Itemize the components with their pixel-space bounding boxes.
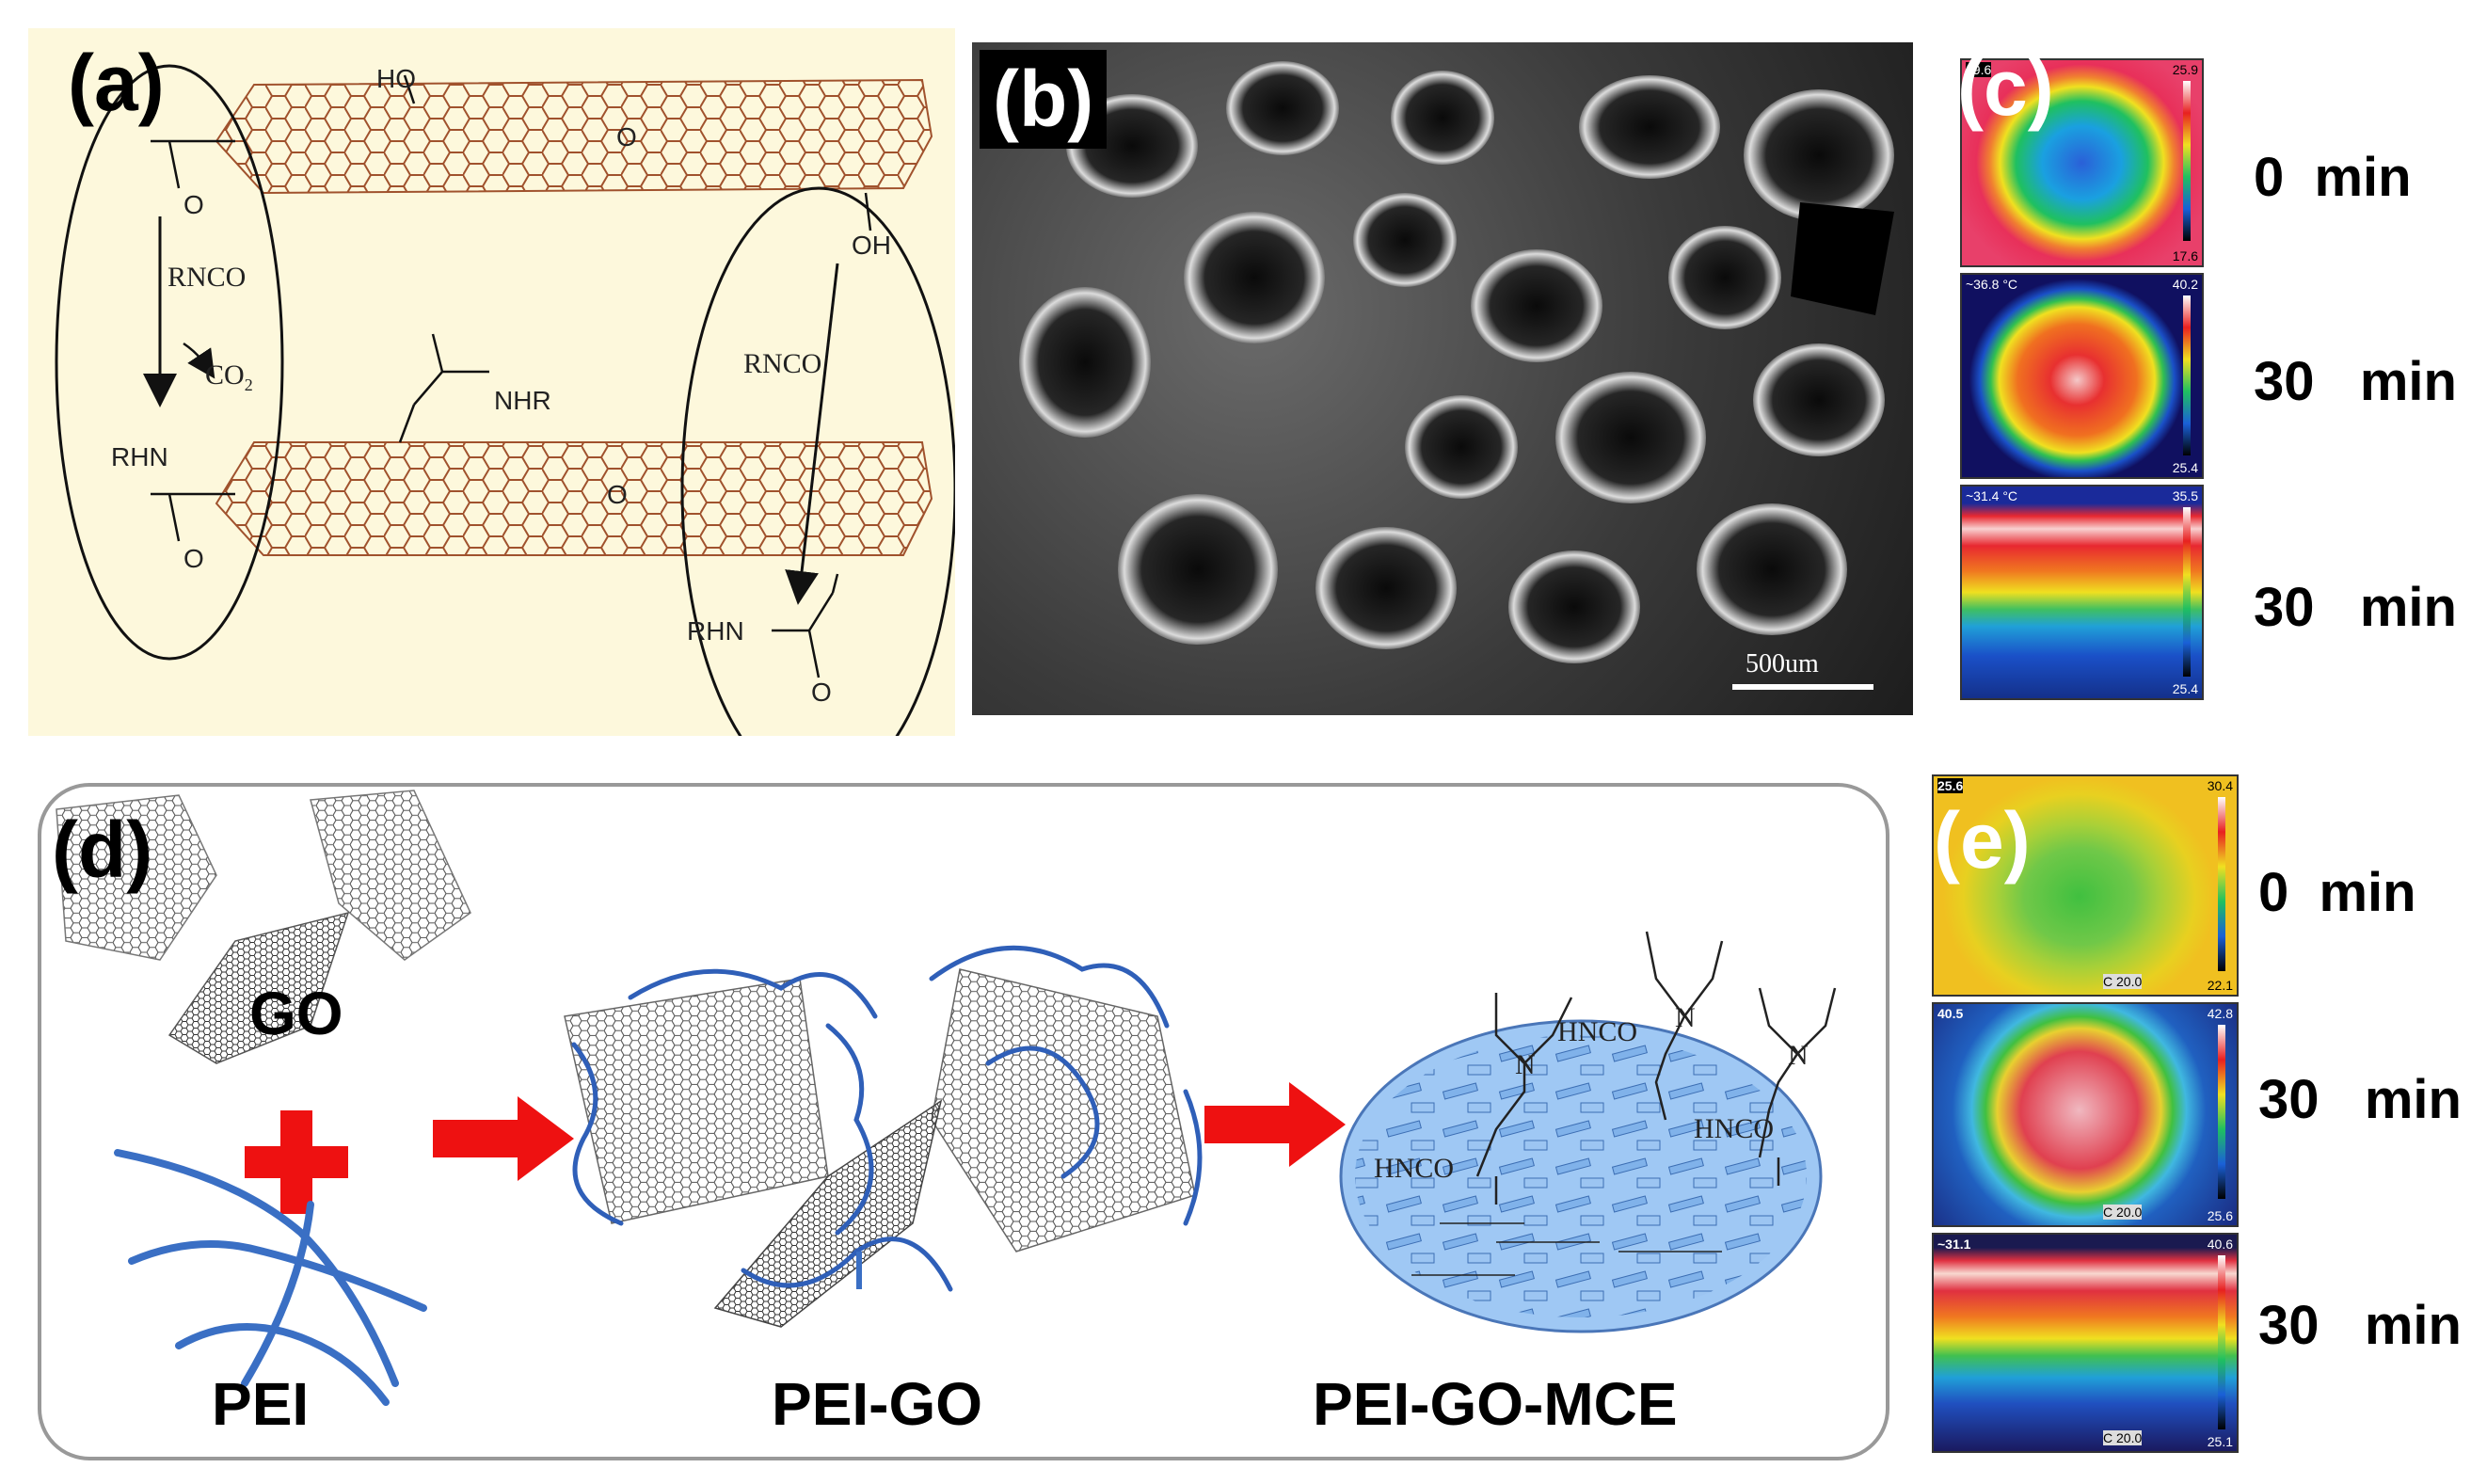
thermal-c-0-min: 17.6 <box>2172 248 2198 263</box>
rhn-right-label: RHN <box>687 616 744 646</box>
pei-go-mce-label: PEI-GO-MCE <box>1313 1370 1678 1438</box>
rnco-right-label: RNCO <box>743 348 822 379</box>
rhn-left-label: RHN <box>111 442 168 471</box>
thermal-e-1-tag: C 20.0 <box>2103 1205 2143 1220</box>
thermal-e-0-colorbar <box>2218 797 2225 971</box>
panel-c-time-0: 0 min <box>2254 147 2412 208</box>
hydroxyl-label: HO <box>376 64 416 93</box>
amine-n-3: N <box>1788 1040 1809 1071</box>
carbonyl-o-left-top: O <box>183 190 204 219</box>
thermal-c-30min-side: ~31.4 °C 35.5 25.4 <box>1960 485 2204 700</box>
panel-c-label: (c) <box>1957 43 2054 132</box>
thermal-e-2-center: ~31.1 <box>1937 1237 1971 1252</box>
carbonyl-o-left-bottom: O <box>183 544 204 573</box>
thermal-e-1-colorbar <box>2218 1025 2225 1199</box>
hatch-marks <box>1411 1222 1722 1276</box>
thermal-e-1-max: 42.8 <box>2207 1006 2233 1021</box>
pei-go-label: PEI-GO <box>772 1370 983 1438</box>
amine-n-2: N <box>1675 1002 1696 1033</box>
thermal-c-2-max: 35.5 <box>2172 488 2198 503</box>
thermal-c-1-colorbar <box>2183 295 2191 455</box>
hnco-label-3: HNCO <box>1694 1113 1775 1144</box>
thermal-c-30min-top: ~36.8 °C 40.2 25.4 <box>1960 273 2204 479</box>
thermal-e-1-min: 25.6 <box>2207 1208 2233 1223</box>
epoxy-o-bottom: O <box>607 480 628 509</box>
panel-a: HO O OH RNCO CO2 NHR RHN O RNCO RHN O O … <box>28 28 955 736</box>
panel-c-time-1: 30 min <box>2254 351 2457 412</box>
blue-marker <box>856 1252 862 1289</box>
amine-n-1: N <box>1515 1049 1536 1080</box>
thermal-c-2-colorbar <box>2183 507 2191 677</box>
thermal-e-30min-side: ~31.1 40.6 25.1 C 20.0 <box>1932 1233 2239 1453</box>
thermal-e-2-colorbar <box>2218 1255 2225 1429</box>
hnco-label-2: HNCO <box>1557 1016 1638 1047</box>
panel-b-sem-image: 500um (b) <box>972 42 1913 715</box>
amine-chains <box>1475 931 1837 1205</box>
panel-d-label: (d) <box>52 806 153 894</box>
pei-chains <box>114 1149 427 1406</box>
panel-a-label: (a) <box>68 39 165 127</box>
nhr-label: NHR <box>494 386 551 415</box>
arrow-2 <box>1204 1082 1346 1167</box>
panel-d-scheme <box>56 790 1837 1406</box>
graphene-reaction-scheme <box>55 64 955 736</box>
arrow-1 <box>433 1096 574 1181</box>
sem-pores <box>1019 61 1894 663</box>
thermal-e-0min: 25.6 30.4 22.1 C 20.0 <box>1932 774 2239 997</box>
carbonyl-o-right: O <box>811 678 832 707</box>
scale-bar-label: 500um <box>1746 649 1819 678</box>
thermal-e-0-center: 25.6 <box>1937 778 1964 793</box>
hydroxyl-right: OH <box>852 231 891 260</box>
thermal-c-1-max: 40.2 <box>2172 277 2198 292</box>
pei-go-chains <box>571 945 1203 1292</box>
panel-e-label: (e) <box>1934 796 2031 885</box>
hnco-label-1: HNCO <box>1374 1153 1455 1184</box>
scale-bar <box>1732 684 1873 690</box>
thermal-e-2-tag: C 20.0 <box>2103 1430 2143 1445</box>
thermal-c-2-center: ~31.4 °C <box>1966 488 2018 503</box>
thermal-c-2-min: 25.4 <box>2172 681 2198 696</box>
thermal-e-0-tag: C 20.0 <box>2103 974 2143 989</box>
thermal-e-2-min: 25.1 <box>2207 1434 2233 1449</box>
panel-e-time-0: 0 min <box>2258 862 2416 923</box>
thermal-e-2-max: 40.6 <box>2207 1237 2233 1252</box>
thermal-c-1-min: 25.4 <box>2172 460 2198 475</box>
panel-e-time-2: 30 min <box>2258 1295 2462 1356</box>
thermal-c-1-center: ~36.8 °C <box>1966 277 2018 292</box>
thermal-c-0-max: 25.9 <box>2172 62 2198 77</box>
go-label: GO <box>249 980 343 1047</box>
rnco-left-label: RNCO <box>167 262 247 293</box>
thermal-c-0-colorbar <box>2183 81 2191 241</box>
panel-e-time-1: 30 min <box>2258 1069 2462 1130</box>
panel-c-time-2: 30 min <box>2254 577 2457 638</box>
panel-b-label: (b) <box>980 50 1108 149</box>
thermal-c-0-center: 19.6 <box>1966 62 1992 77</box>
pei-label: PEI <box>212 1370 310 1438</box>
epoxy-o-top: O <box>616 122 637 152</box>
plus-horizontal <box>245 1146 348 1178</box>
thermal-e-30min-top: 40.5 42.8 25.6 C 20.0 <box>1932 1002 2239 1227</box>
thermal-e-0-max: 30.4 <box>2207 778 2233 793</box>
thermal-e-1-center: 40.5 <box>1937 1006 1964 1021</box>
thermal-e-0-min: 22.1 <box>2207 978 2233 993</box>
thermal-c-0min: 19.6 25.9 17.6 <box>1960 58 2204 267</box>
co2-label: CO2 <box>205 359 253 394</box>
